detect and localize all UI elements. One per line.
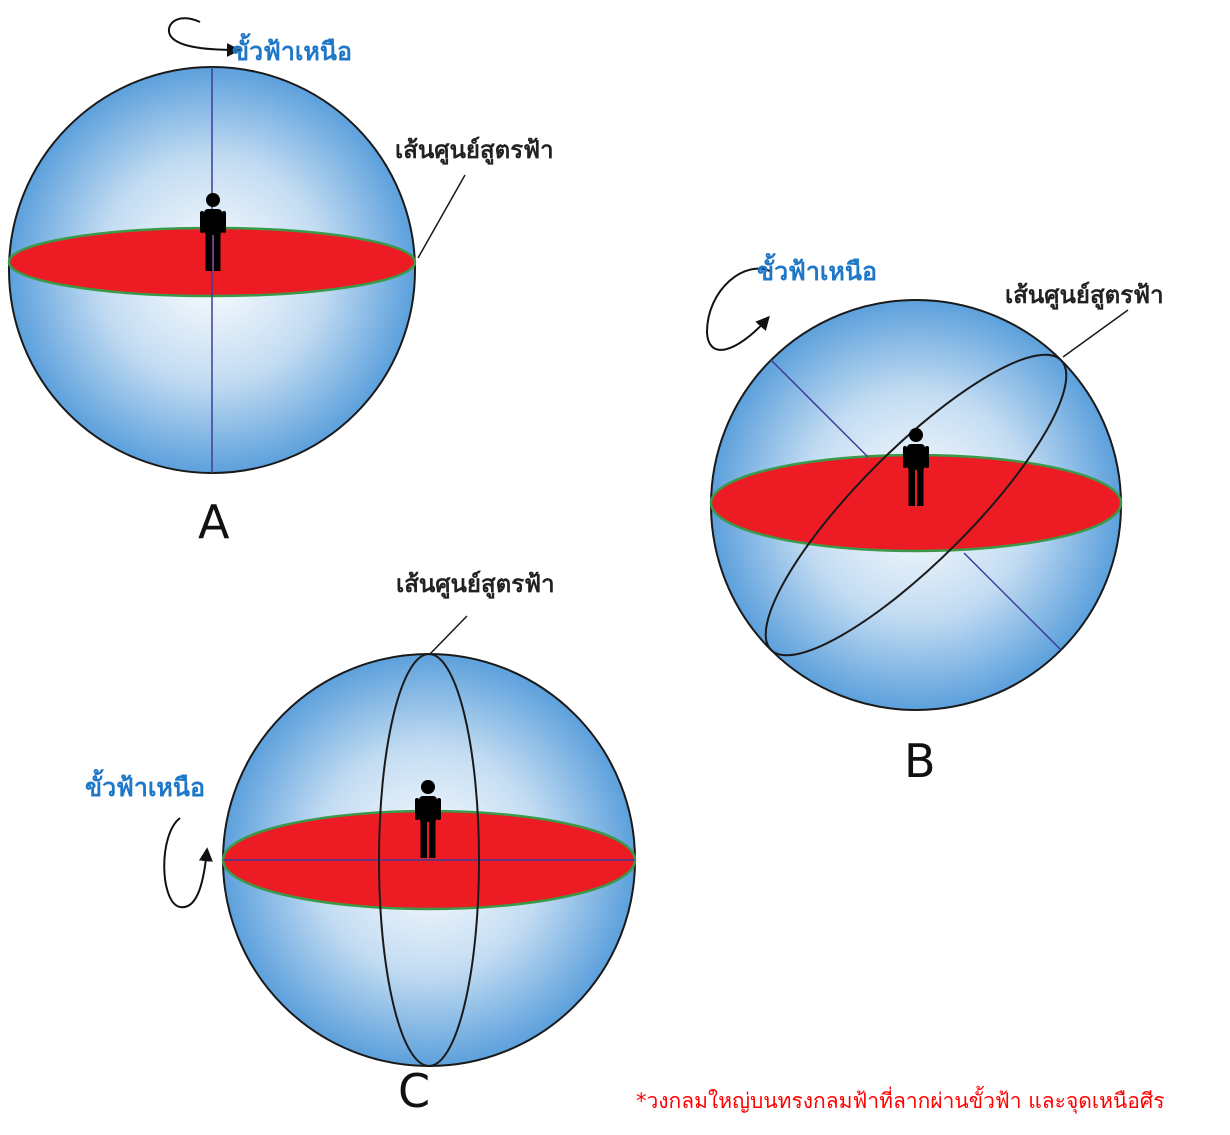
equator-pointer-c bbox=[428, 615, 468, 656]
north-pole-label-c: ขั้วฟ้าเหนือ bbox=[85, 768, 205, 802]
polar-axis-b-upper bbox=[770, 359, 869, 458]
rotation-arrow-icon bbox=[705, 267, 773, 351]
equator-pointer-b bbox=[1062, 309, 1129, 358]
celestial-equator-label-b: เส้นศูนย์สูตรฟ้า bbox=[1005, 281, 1164, 310]
panel-c: ขั้วฟ้าเหนือ เส้นศูนย์สูตรฟ้า C bbox=[85, 570, 637, 1118]
rotation-arrow-icon bbox=[163, 817, 213, 909]
polar-axis-b-lower bbox=[963, 552, 1062, 651]
rotation-arrow-icon bbox=[167, 17, 241, 57]
north-pole-label-a: ขั้วฟ้าเหนือ bbox=[232, 32, 352, 66]
panel-a: ขั้วฟ้าเหนือ เส้นศูนย์สูตรฟ้า A bbox=[7, 17, 554, 549]
panel-letter-c: C bbox=[398, 1064, 430, 1118]
north-pole-label-b: ขั้วฟ้าเหนือ bbox=[757, 252, 877, 286]
equator-pointer-a bbox=[417, 174, 466, 259]
panel-b: ขั้วฟ้าเหนือ เส้นศูนย์สูตรฟ้า B bbox=[705, 252, 1164, 788]
panel-letter-b: B bbox=[904, 734, 936, 788]
footnote-text: *วงกลมใหญ่บนทรงกลมฟ้าที่ลากผ่านขั้วฟ้า แ… bbox=[636, 1086, 1165, 1114]
celestial-equator-label-c: เส้นศูนย์สูตรฟ้า bbox=[396, 570, 555, 599]
celestial-equator-b bbox=[764, 353, 1068, 657]
celestial-equator-label-a: เส้นศูนย์สูตรฟ้า bbox=[395, 136, 554, 165]
panel-letter-a: A bbox=[198, 495, 230, 549]
